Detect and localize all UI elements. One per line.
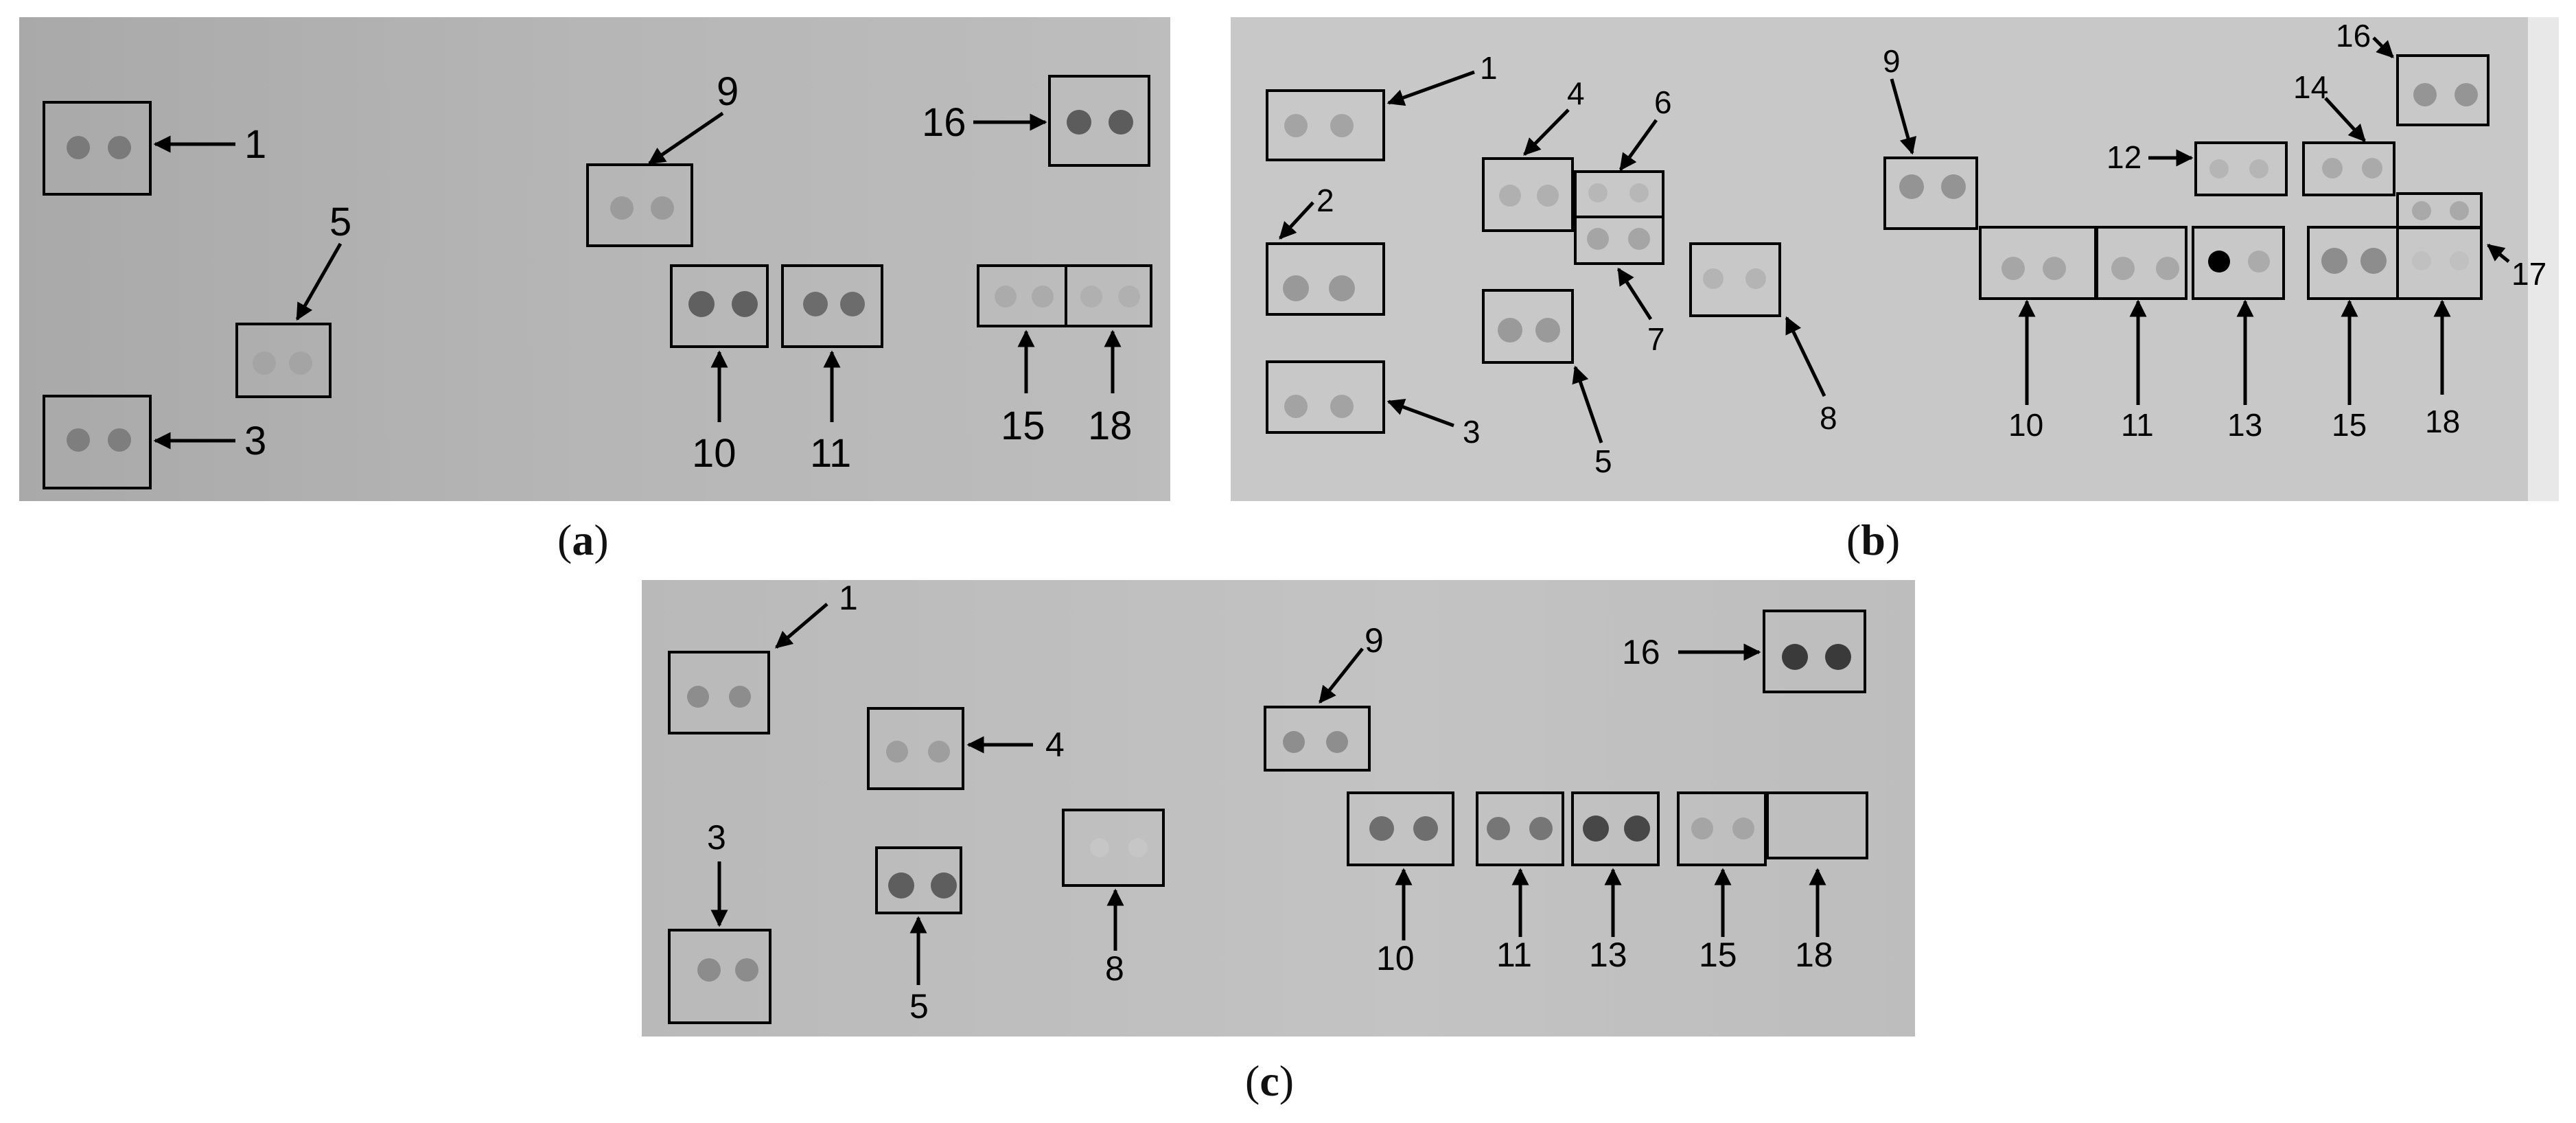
spot-box-11 bbox=[781, 264, 883, 348]
spot-box-9 bbox=[1883, 157, 1978, 230]
spot-box-18 bbox=[1766, 791, 1868, 859]
caption-c-close: ) bbox=[1279, 1056, 1295, 1105]
spot-box-4 bbox=[867, 707, 964, 790]
spot-label-15: 15 bbox=[1001, 404, 1045, 448]
membrane-b-svg: 1 2 3 4 5 6 7 8 9 10 11 12 13 14 15 16 1… bbox=[1231, 17, 2559, 501]
arrows bbox=[710, 603, 1826, 985]
caption-a-open: ( bbox=[557, 516, 572, 564]
spot-label-9: 9 bbox=[717, 69, 739, 114]
caption-b-letter: b bbox=[1861, 516, 1885, 564]
caption-c: (c) bbox=[1245, 1056, 1294, 1107]
spot-label-8: 8 bbox=[1820, 400, 1837, 436]
membrane-a-svg: 1 3 5 9 10 11 15 16 18 bbox=[19, 17, 1170, 501]
spot-label-3: 3 bbox=[1463, 414, 1481, 450]
spot-label-13: 13 bbox=[2227, 407, 2262, 443]
spot-box-4 bbox=[1482, 157, 1574, 232]
spot-box-11 bbox=[2094, 226, 2188, 300]
spot-box-3 bbox=[1266, 360, 1385, 434]
spot-label-3: 3 bbox=[244, 419, 266, 463]
spot-box-12 bbox=[2194, 141, 2288, 196]
spot-label-5: 5 bbox=[329, 200, 351, 244]
spot-label-5: 5 bbox=[1594, 443, 1612, 479]
caption-a-letter: a bbox=[572, 516, 594, 564]
membrane-panel-a: 1 3 5 9 10 11 15 16 18 bbox=[19, 17, 1170, 501]
spot-label-4: 4 bbox=[1045, 726, 1065, 764]
membrane-c-svg: 1 3 4 5 8 9 10 11 13 15 16 18 bbox=[642, 580, 1915, 1037]
membrane-background bbox=[19, 17, 1170, 501]
spot-box-9 bbox=[586, 163, 693, 247]
membrane-panel-b: 1 2 3 4 5 6 7 8 9 10 11 12 13 14 15 16 1… bbox=[1231, 17, 2559, 501]
spot-label-1: 1 bbox=[244, 122, 266, 167]
spot-box-5 bbox=[875, 846, 962, 914]
spot-label-9: 9 bbox=[1883, 43, 1901, 79]
caption-c-letter: c bbox=[1260, 1056, 1279, 1105]
spot-label-11: 11 bbox=[1496, 936, 1532, 974]
spot-box-2 bbox=[1266, 242, 1385, 316]
spot-box-16 bbox=[1048, 75, 1150, 167]
caption-b-open: ( bbox=[1846, 516, 1861, 564]
dot-spots bbox=[1283, 83, 2478, 418]
spot-box-16 bbox=[1763, 610, 1866, 693]
spot-label-1: 1 bbox=[1480, 50, 1498, 86]
spot-label-11: 11 bbox=[810, 431, 851, 476]
spot-label-8: 8 bbox=[1105, 949, 1124, 988]
spot-label-10: 10 bbox=[2008, 407, 2043, 443]
spot-box-13 bbox=[2192, 226, 2285, 300]
spot-label-16: 16 bbox=[2336, 18, 2371, 54]
spot-box-1 bbox=[668, 651, 770, 734]
spot-label-18: 18 bbox=[1795, 936, 1833, 974]
spot-label-13: 13 bbox=[1589, 936, 1627, 974]
spot-box-18 bbox=[1065, 264, 1152, 327]
spot-label-15: 15 bbox=[2332, 407, 2367, 443]
spot-box-7 bbox=[1574, 216, 1664, 265]
spot-label-10: 10 bbox=[692, 431, 736, 476]
spot-box-11 bbox=[1476, 791, 1564, 866]
spot-box-3 bbox=[668, 929, 771, 1024]
spot-box-9 bbox=[1264, 706, 1371, 772]
spot-box-18 bbox=[2396, 226, 2483, 300]
spot-box-1 bbox=[1266, 89, 1385, 161]
spot-box-5 bbox=[1482, 289, 1574, 364]
dot-spots bbox=[687, 644, 1851, 982]
spot-label-10: 10 bbox=[1376, 939, 1415, 977]
spot-box-8 bbox=[1062, 809, 1165, 887]
spot-box-16 bbox=[2396, 54, 2490, 126]
spot-label-2: 2 bbox=[1316, 183, 1334, 218]
spot-label-16: 16 bbox=[922, 100, 966, 145]
caption-a-close: ) bbox=[594, 516, 609, 564]
arrows bbox=[1279, 36, 2510, 443]
spot-box-14 bbox=[2302, 141, 2395, 196]
spot-label-18: 18 bbox=[2425, 404, 2460, 439]
spot-label-11: 11 bbox=[2121, 407, 2154, 443]
spot-box-3 bbox=[43, 395, 152, 489]
spot-box-8 bbox=[1689, 242, 1781, 317]
spot-label-5: 5 bbox=[909, 987, 929, 1026]
spot-label-16: 16 bbox=[1622, 633, 1660, 671]
spot-box-10 bbox=[1347, 791, 1454, 866]
spot-label-6: 6 bbox=[1654, 84, 1672, 120]
spot-label-4: 4 bbox=[1567, 76, 1585, 111]
caption-c-open: ( bbox=[1245, 1056, 1260, 1105]
spot-label-15: 15 bbox=[1699, 936, 1737, 974]
membrane-panel-c: 1 3 4 5 8 9 10 11 13 15 16 18 bbox=[642, 580, 1915, 1037]
arrows bbox=[153, 111, 1122, 450]
spot-label-9: 9 bbox=[1365, 621, 1384, 660]
spot-box-1 bbox=[43, 101, 152, 196]
spot-label-14: 14 bbox=[2293, 69, 2328, 105]
spot-label-3: 3 bbox=[707, 818, 726, 857]
spot-box-15 bbox=[1677, 791, 1767, 866]
spot-box-10 bbox=[670, 264, 769, 348]
spot-label-7: 7 bbox=[1647, 321, 1665, 357]
spot-label-12: 12 bbox=[2107, 139, 2142, 175]
dot-spots bbox=[67, 110, 1140, 452]
spot-label-1: 1 bbox=[839, 580, 858, 617]
caption-b-close: ) bbox=[1885, 516, 1901, 564]
membrane-background bbox=[642, 580, 1915, 1037]
spot-label-17: 17 bbox=[2511, 256, 2546, 292]
caption-b: (b) bbox=[1846, 515, 1900, 566]
spot-label-18: 18 bbox=[1088, 404, 1133, 448]
spot-box-5 bbox=[235, 323, 332, 398]
caption-a: (a) bbox=[557, 515, 609, 566]
spot-box-13 bbox=[1571, 791, 1660, 866]
